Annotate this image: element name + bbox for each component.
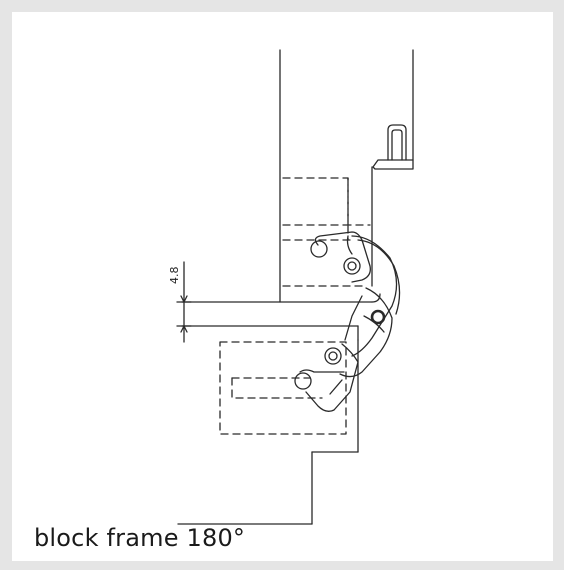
hinge-links xyxy=(299,231,401,412)
lower-hinge-body xyxy=(219,341,347,435)
dimension-value: 4.8 xyxy=(168,267,181,285)
dimension-4-8: 4.8 xyxy=(168,261,192,343)
hinge-pivots xyxy=(294,240,386,390)
upper-hinge-body xyxy=(282,177,371,287)
frame-rebate-profile xyxy=(372,49,414,170)
frame-block xyxy=(177,293,381,525)
figure-caption: block frame 180° xyxy=(34,524,246,552)
door-leaf xyxy=(279,49,373,303)
